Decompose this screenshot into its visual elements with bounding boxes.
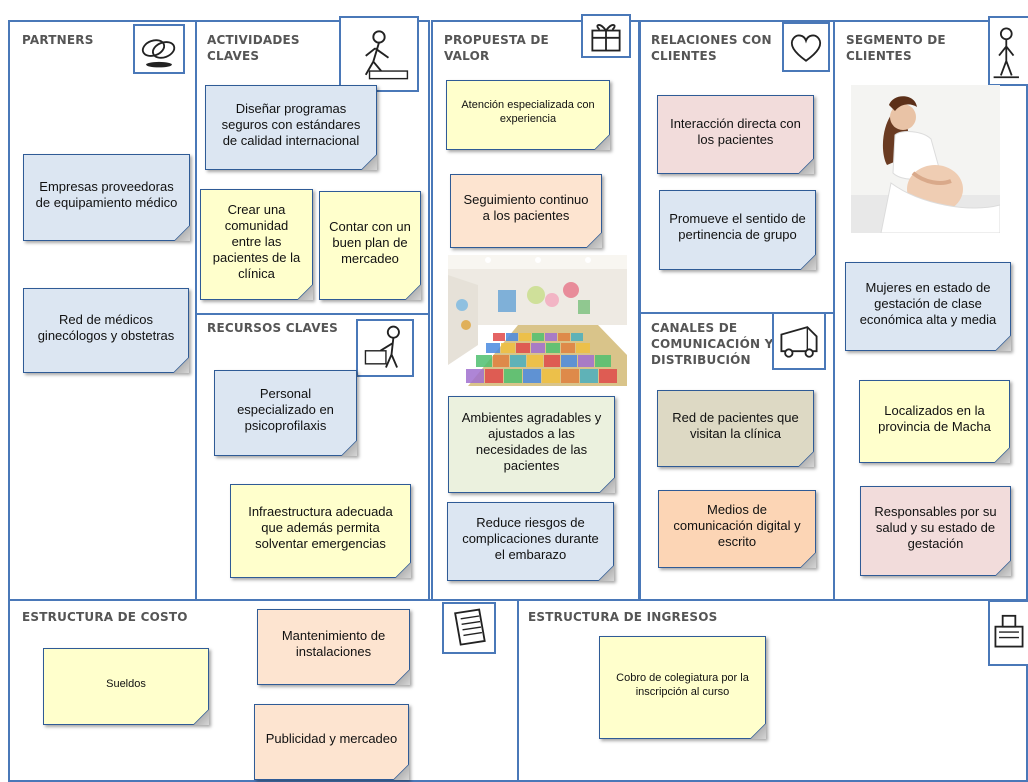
pregnant-woman-photo — [851, 85, 1000, 233]
note-costo-2: Mantenimiento de instalaciones — [257, 609, 410, 685]
note-segmento-2: Localizados en la provincia de Macha — [859, 380, 1010, 463]
note-recursos-2: Infraestructura adecuada que además perm… — [230, 484, 411, 578]
note-costo-1: Sueldos — [43, 648, 209, 725]
note-actividades-1: Diseñar programas seguros con estándares… — [205, 85, 377, 170]
note-segmento-3: Responsables por su salud y su estado de… — [860, 486, 1011, 576]
note-propuesta-2: Seguimiento continuo a los pacientes — [450, 174, 602, 248]
heart-icon — [782, 22, 830, 72]
note-segmento-1: Mujeres en estado de gestación de clase … — [845, 262, 1011, 351]
note-relaciones-2: Promueve el sentido de pertinencia de gr… — [659, 190, 816, 270]
note-actividades-2: Crear una comunidad entre las pacientes … — [200, 189, 313, 300]
note-ingresos-1: Cobro de colegiatura por la inscripción … — [599, 636, 766, 739]
note-costo-3: Publicidad y mercadeo — [254, 704, 409, 780]
propuesta-title: PROPUESTA DE VALOR — [444, 33, 549, 63]
ingresos-title: ESTRUCTURA DE INGRESOS — [528, 610, 718, 624]
person-standing-icon — [988, 16, 1028, 86]
person-with-box-icon — [356, 319, 414, 377]
person-working-icon — [339, 16, 419, 92]
playroom-photo — [448, 255, 627, 386]
canales-title: CANALES DE COMUNICACIÓN Y DISTRIBUCIÓN — [651, 321, 774, 367]
actividades-title: ACTIVIDADES CLAVES — [207, 33, 300, 63]
handshake-rings-icon — [133, 24, 185, 74]
note-partners-2: Red de médicos ginecólogos y obstetras — [23, 288, 189, 373]
note-canales-1: Red de pacientes que visitan la clínica — [657, 390, 814, 467]
documents-icon — [442, 602, 496, 654]
segmento-title: SEGMENTO DE CLIENTES — [846, 33, 946, 63]
note-actividades-3: Contar con un buen plan de mercadeo — [319, 191, 421, 300]
note-propuesta-3: Ambientes agradables y ajustados a las n… — [448, 396, 615, 493]
costo-title: ESTRUCTURA DE COSTO — [22, 610, 188, 624]
cash-register-icon — [988, 600, 1028, 666]
note-canales-2: Medios de comunicación digital y escrito — [658, 490, 816, 568]
gift-box-icon — [581, 14, 631, 58]
note-propuesta-4: Reduce riesgos de complicaciones durante… — [447, 502, 614, 581]
note-recursos-1: Personal especializado en psicoprofilaxi… — [214, 370, 357, 456]
ingresos-section — [517, 599, 1028, 782]
recursos-title: RECURSOS CLAVES — [207, 321, 338, 335]
partners-title: PARTNERS — [22, 33, 94, 47]
truck-icon — [772, 312, 826, 370]
note-relaciones-1: Interacción directa con los pacientes — [657, 95, 814, 174]
note-partners-1: Empresas proveedoras de equipamiento méd… — [23, 154, 190, 241]
note-propuesta-1: Atención especializada con experiencia — [446, 80, 610, 150]
relaciones-title: RELACIONES CON CLIENTES — [651, 33, 772, 63]
